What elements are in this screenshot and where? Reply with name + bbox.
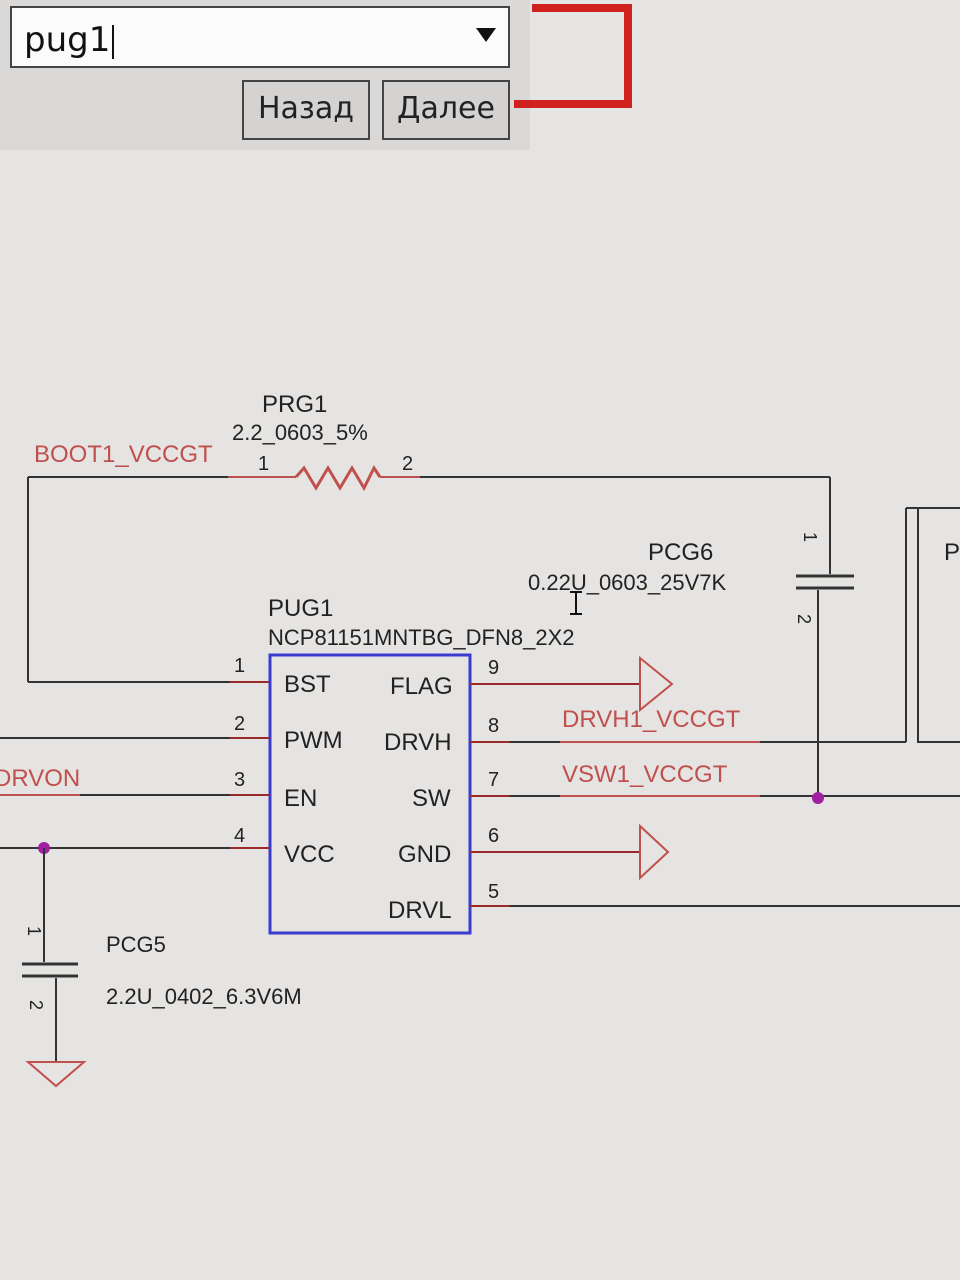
dropdown-arrow-icon[interactable] — [476, 28, 496, 42]
cap-top-pin2: 2 — [794, 614, 814, 624]
resistor-pin2: 2 — [402, 453, 413, 475]
resistor-pin1: 1 — [258, 453, 269, 475]
next-button[interactable]: Далее — [382, 80, 510, 140]
back-button[interactable]: Назад — [242, 80, 370, 140]
capacitor-pcg5[interactable] — [22, 848, 78, 1062]
ic-part-number: NCP81151MNTBG_DFN8_2X2 — [268, 625, 575, 650]
capacitor-pcg6[interactable] — [796, 545, 854, 798]
pin-name-vcc: VCC — [284, 841, 335, 868]
net-label-boot: BOOT1_VCCGT — [34, 441, 213, 468]
net-label-drvon: DRVON — [0, 765, 80, 792]
net-label-drvh: DRVH1_VCCGT — [562, 706, 741, 733]
resistor-ref: PRG1 — [262, 391, 327, 418]
cap-bottom-value: 2.2U_0402_6.3V6M — [106, 984, 302, 1009]
search-combobox[interactable]: pug1 — [10, 6, 510, 68]
pin-num-3: 3 — [234, 769, 245, 791]
pin-num-8: 8 — [488, 715, 499, 737]
pin-num-5: 5 — [488, 881, 499, 903]
pin-num-7: 7 — [488, 769, 499, 791]
net-label-vsw: VSW1_VCCGT — [562, 761, 728, 788]
pin-num-4: 4 — [234, 825, 245, 847]
cap-bottom-pin1: 1 — [24, 926, 44, 936]
cap-top-ref: PCG6 — [648, 539, 713, 566]
right-pin-wires — [470, 507, 960, 907]
pin-num-1: 1 — [234, 655, 245, 677]
pin-name-pwm: PWM — [284, 727, 343, 754]
pin-name-gnd: GND — [398, 841, 451, 868]
resistor-prg1[interactable] — [294, 465, 382, 492]
boot-net[interactable] — [27, 476, 831, 683]
pin-name-en: EN — [284, 785, 317, 812]
pin-num-2: 2 — [234, 713, 245, 735]
pin-name-drvh: DRVH — [384, 729, 452, 756]
pin-num-9: 9 — [488, 657, 499, 679]
offscreen-component[interactable] — [917, 507, 960, 743]
pin-num-6: 6 — [488, 825, 499, 847]
cap-bottom-ref: PCG5 — [106, 932, 166, 957]
search-toolbar: pug1 Назад Далее — [0, 0, 530, 150]
cap-top-pin1: 1 — [800, 532, 820, 542]
offscreen-ref-label: P — [944, 539, 960, 566]
ic-ref: PUG1 — [268, 595, 333, 622]
ground-symbol-icon — [25, 1061, 87, 1088]
pin-name-bst: BST — [284, 671, 331, 698]
search-input-text[interactable]: pug1 — [24, 20, 115, 60]
selection-highlight — [514, 4, 632, 108]
text-caret — [112, 24, 115, 59]
mouse-cursor-icon — [570, 591, 582, 615]
pin-name-flag: FLAG — [390, 673, 453, 700]
pin-name-drvl: DRVL — [388, 897, 452, 924]
junction-dot — [812, 792, 824, 804]
pin-name-sw: SW — [412, 785, 451, 812]
resistor-value: 2.2_0603_5% — [232, 420, 368, 445]
left-pin-wires — [0, 737, 270, 849]
cap-top-value: 0.22U_0603_25V7K — [528, 570, 726, 595]
cap-bottom-pin2: 2 — [26, 1000, 46, 1010]
